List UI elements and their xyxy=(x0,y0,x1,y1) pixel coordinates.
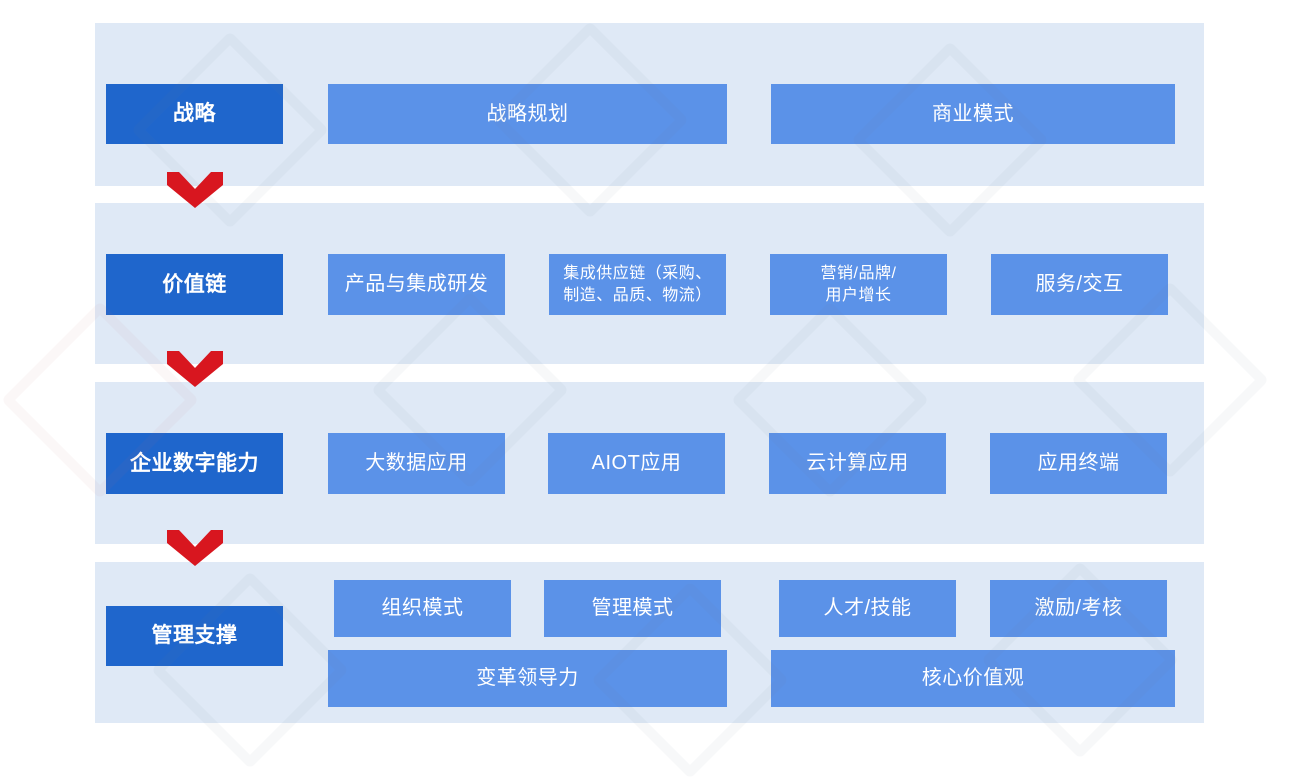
item-integrated-supply-chain-line1: 集成供应链（采购、 xyxy=(563,265,712,283)
item-marketing-brand-growth-line2: 用户增长 xyxy=(825,286,892,304)
item-change-leadership-label: 变革领导力 xyxy=(476,667,579,690)
item-big-data[interactable]: 大数据应用 xyxy=(328,433,505,494)
row-header-value-chain[interactable]: 价值链 xyxy=(106,254,283,315)
item-strategic-planning[interactable]: 战略规划 xyxy=(328,84,727,144)
row-header-strategy[interactable]: 战略 xyxy=(106,84,283,144)
item-incentive-assessment-label: 激励/考核 xyxy=(1034,597,1123,620)
item-strategic-planning-label: 战略规划 xyxy=(486,102,569,125)
item-service-interaction[interactable]: 服务/交互 xyxy=(991,254,1168,315)
item-incentive-assessment[interactable]: 激励/考核 xyxy=(990,580,1167,637)
item-big-data-label: 大数据应用 xyxy=(365,452,468,475)
item-integrated-supply-chain[interactable]: 集成供应链（采购、 制造、品质、物流） xyxy=(549,254,726,315)
item-application-terminal[interactable]: 应用终端 xyxy=(990,433,1167,494)
item-business-model-label: 商业模式 xyxy=(932,102,1014,125)
item-change-leadership[interactable]: 变革领导力 xyxy=(328,650,727,707)
chevron-down-icon xyxy=(167,172,223,208)
row-header-strategy-label: 战略 xyxy=(173,102,216,126)
row-header-digital-capability[interactable]: 企业数字能力 xyxy=(106,433,283,494)
item-product-rd[interactable]: 产品与集成研发 xyxy=(328,254,505,315)
chevron-down-icon xyxy=(167,530,223,566)
item-business-model[interactable]: 商业模式 xyxy=(771,84,1175,144)
item-talent-skills-label: 人才/技能 xyxy=(823,597,912,620)
item-aiot[interactable]: AIOT应用 xyxy=(548,433,725,494)
item-service-interaction-label: 服务/交互 xyxy=(1035,273,1124,296)
row-header-digital-capability-label: 企业数字能力 xyxy=(130,451,259,475)
item-marketing-brand-growth-line1: 营销/品牌/ xyxy=(820,265,897,283)
item-integrated-supply-chain-line2: 制造、品质、物流） xyxy=(563,286,712,304)
item-core-values[interactable]: 核心价值观 xyxy=(771,650,1175,707)
item-marketing-brand-growth[interactable]: 营销/品牌/ 用户增长 xyxy=(770,254,947,315)
item-organization-model-label: 组织模式 xyxy=(381,597,464,620)
row-header-management-support[interactable]: 管理支撑 xyxy=(106,606,283,666)
item-organization-model[interactable]: 组织模式 xyxy=(334,580,511,637)
row-header-management-support-label: 管理支撑 xyxy=(151,624,238,648)
item-cloud-computing[interactable]: 云计算应用 xyxy=(769,433,946,494)
item-management-model[interactable]: 管理模式 xyxy=(544,580,721,637)
chevron-down-icon xyxy=(167,351,223,387)
item-application-terminal-label: 应用终端 xyxy=(1037,452,1120,475)
item-product-rd-label: 产品与集成研发 xyxy=(344,273,489,296)
item-talent-skills[interactable]: 人才/技能 xyxy=(779,580,956,637)
item-core-values-label: 核心价值观 xyxy=(921,667,1025,690)
item-integrated-supply-chain-label: 集成供应链（采购、 制造、品质、物流） xyxy=(557,263,718,305)
item-management-model-label: 管理模式 xyxy=(591,597,674,620)
row-header-value-chain-label: 价值链 xyxy=(162,272,227,296)
item-aiot-label: AIOT应用 xyxy=(591,452,682,475)
item-cloud-computing-label: 云计算应用 xyxy=(806,452,909,475)
item-marketing-brand-growth-label: 营销/品牌/ 用户增长 xyxy=(815,263,903,305)
